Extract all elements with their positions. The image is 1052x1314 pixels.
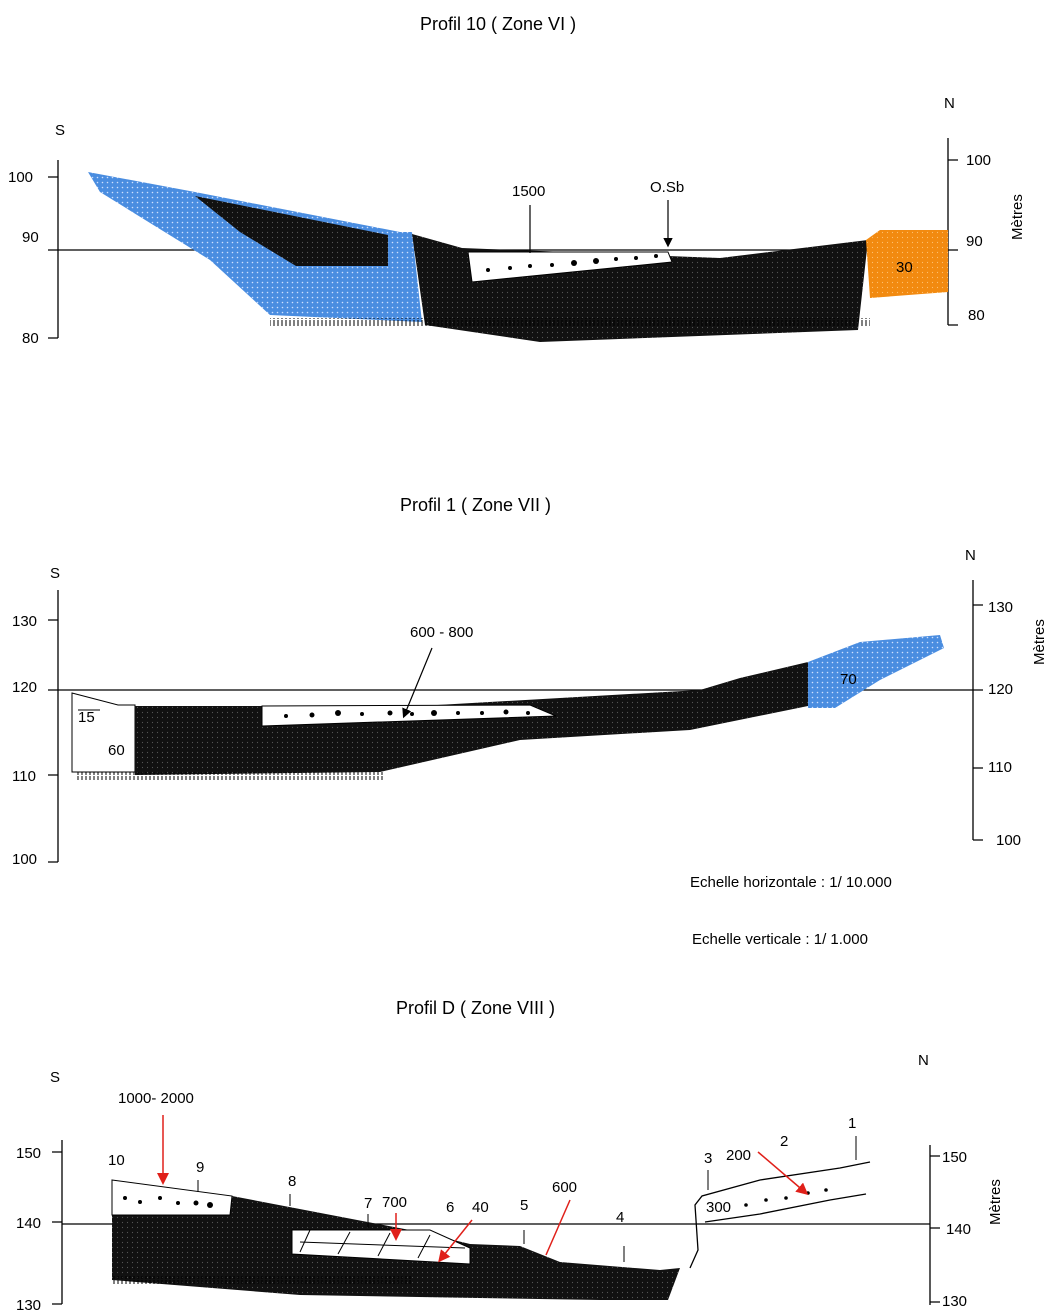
- profile-10-blue-unit: [88, 172, 422, 322]
- profile-d-left-lens: [111, 1179, 233, 1216]
- profile-d-right-tick-140: 140: [946, 1221, 971, 1238]
- profile-d-title: Profil D ( Zone VIII ): [396, 998, 555, 1018]
- profile-10-label-osb: O.Sb: [650, 179, 684, 196]
- profile-d-station-8: 8: [288, 1173, 296, 1190]
- profile-d: Profil D ( Zone VIII ) S N 150 140 130 1…: [16, 998, 1004, 1314]
- profile-10-south-label: S: [55, 122, 65, 139]
- profile-d-station-6: 6: [446, 1199, 454, 1216]
- profile-10-right-tick-100: 100: [966, 152, 991, 169]
- profile-10-left-axis: [48, 160, 59, 339]
- profile-d-arrow-40: [438, 1219, 473, 1263]
- profile-1-south-label: S: [50, 565, 60, 582]
- profile-d-arrow-200: [757, 1151, 809, 1195]
- profile-d-label-700: 700: [382, 1194, 407, 1211]
- profile-d-label-200: 200: [726, 1147, 751, 1164]
- profile-1-right-tick-110: 110: [988, 759, 1012, 776]
- profile-1: Profil 1 ( Zone VII ) S N 130 120 110 10…: [12, 495, 1048, 948]
- profile-10-right-axis: [947, 138, 958, 326]
- scale-horizontal: Echelle horizontale : 1/ 10.000: [690, 874, 892, 891]
- profile-10-north-label: N: [944, 95, 955, 112]
- profile-10-orange-unit: [866, 230, 948, 298]
- profile-d-left-axis: [52, 1140, 63, 1305]
- profile-d-left-tick-150: 150: [16, 1145, 41, 1162]
- profile-d-right-outcrop-dots: [744, 1188, 828, 1207]
- profile-1-north-label: N: [965, 547, 976, 564]
- profile-d-base-hatch: [112, 1276, 412, 1284]
- profile-d-label-300: 300: [706, 1199, 731, 1216]
- profile-10-dark-lens: [195, 196, 388, 266]
- profile-1-left-outcrop: [71, 692, 136, 773]
- profile-10-lens-dots: [486, 254, 658, 272]
- profile-1-label-60: 60: [108, 742, 125, 759]
- profile-1-right-tick-100: 100: [996, 832, 1021, 849]
- profile-10-base-hatch: [270, 318, 870, 326]
- profile-d-station-4: 4: [616, 1209, 624, 1226]
- profile-d-middle-lens-layers: [299, 1229, 466, 1259]
- profile-10-white-lens: [467, 251, 673, 283]
- profile-10-label-30: 30: [896, 259, 913, 276]
- profile-d-unit-label: Mètres: [987, 1179, 1004, 1225]
- profile-10-right-tick-90: 90: [966, 233, 983, 250]
- profile-d-station-1: 1: [848, 1115, 856, 1132]
- profile-d-right-axis: [929, 1145, 940, 1305]
- profile-1-left-tick-100: 100: [12, 851, 37, 868]
- profile-10: Profil 10 ( Zone VI ) S N 100 90 80 100 …: [8, 14, 1026, 347]
- profile-d-station-5: 5: [520, 1197, 528, 1214]
- profile-10-right-tick-80: 80: [968, 307, 985, 324]
- profile-d-right-tick-130: 130: [942, 1293, 967, 1310]
- profile-d-station-2: 2: [780, 1133, 788, 1150]
- profile-1-left-tick-110: 110: [12, 768, 36, 785]
- profile-10-left-tick-80: 80: [22, 330, 39, 347]
- profile-d-label-600: 600: [552, 1179, 577, 1196]
- profile-d-station-3: 3: [704, 1150, 712, 1167]
- profile-1-unit-label: Mètres: [1031, 619, 1048, 665]
- profile-10-label-1500: 1500: [512, 183, 545, 200]
- profile-d-station-7: 7: [364, 1195, 372, 1212]
- profile-1-left-tick-130: 130: [12, 613, 37, 630]
- profile-1-right-tick-130: 130: [988, 599, 1013, 616]
- profile-d-label-1000-2000: 1000- 2000: [118, 1090, 194, 1107]
- profile-1-left-tick-120: 120: [12, 679, 37, 696]
- profile-1-right-tick-120: 120: [988, 681, 1013, 698]
- profile-d-pointer-600: [545, 1199, 571, 1256]
- profile-1-right-axis: [972, 580, 983, 841]
- profile-1-label-600-800: 600 - 800: [410, 624, 473, 641]
- profile-1-blue-unit: [808, 635, 944, 708]
- profile-10-title: Profil 10 ( Zone VI ): [420, 14, 576, 34]
- profile-1-lens-dots: [284, 709, 530, 718]
- profile-1-base-hatch: [75, 772, 385, 780]
- profile-d-right-tick-150: 150: [942, 1149, 967, 1166]
- profile-1-title: Profil 1 ( Zone VII ): [400, 495, 551, 515]
- profile-d-station-10: 10: [108, 1152, 125, 1169]
- scale-vertical: Echelle verticale : 1/ 1.000: [692, 931, 868, 948]
- profile-d-station-9: 9: [196, 1159, 204, 1176]
- profile-d-left-tick-140: 140: [16, 1215, 41, 1232]
- profile-d-right-outcrop-top: [689, 1161, 871, 1269]
- profile-1-left-axis: [48, 590, 59, 863]
- profile-d-left-lens-dots: [123, 1196, 213, 1208]
- profile-d-south-label: S: [50, 1069, 60, 1086]
- profile-d-label-40: 40: [472, 1199, 489, 1216]
- profile-1-label-70: 70: [840, 671, 857, 688]
- profile-10-left-tick-100: 100: [8, 169, 33, 186]
- profile-d-left-tick-130: 130: [16, 1297, 41, 1314]
- profile-1-arrow-600-800: [402, 647, 433, 719]
- profile-d-north-label: N: [918, 1052, 929, 1069]
- profile-d-right-outcrop-base: [704, 1193, 867, 1223]
- profile-d-middle-lens: [291, 1229, 471, 1265]
- profile-10-left-tick-90: 90: [22, 229, 39, 246]
- profile-10-unit-label: Mètres: [1009, 194, 1026, 240]
- profile-1-label-15: 15: [78, 709, 95, 726]
